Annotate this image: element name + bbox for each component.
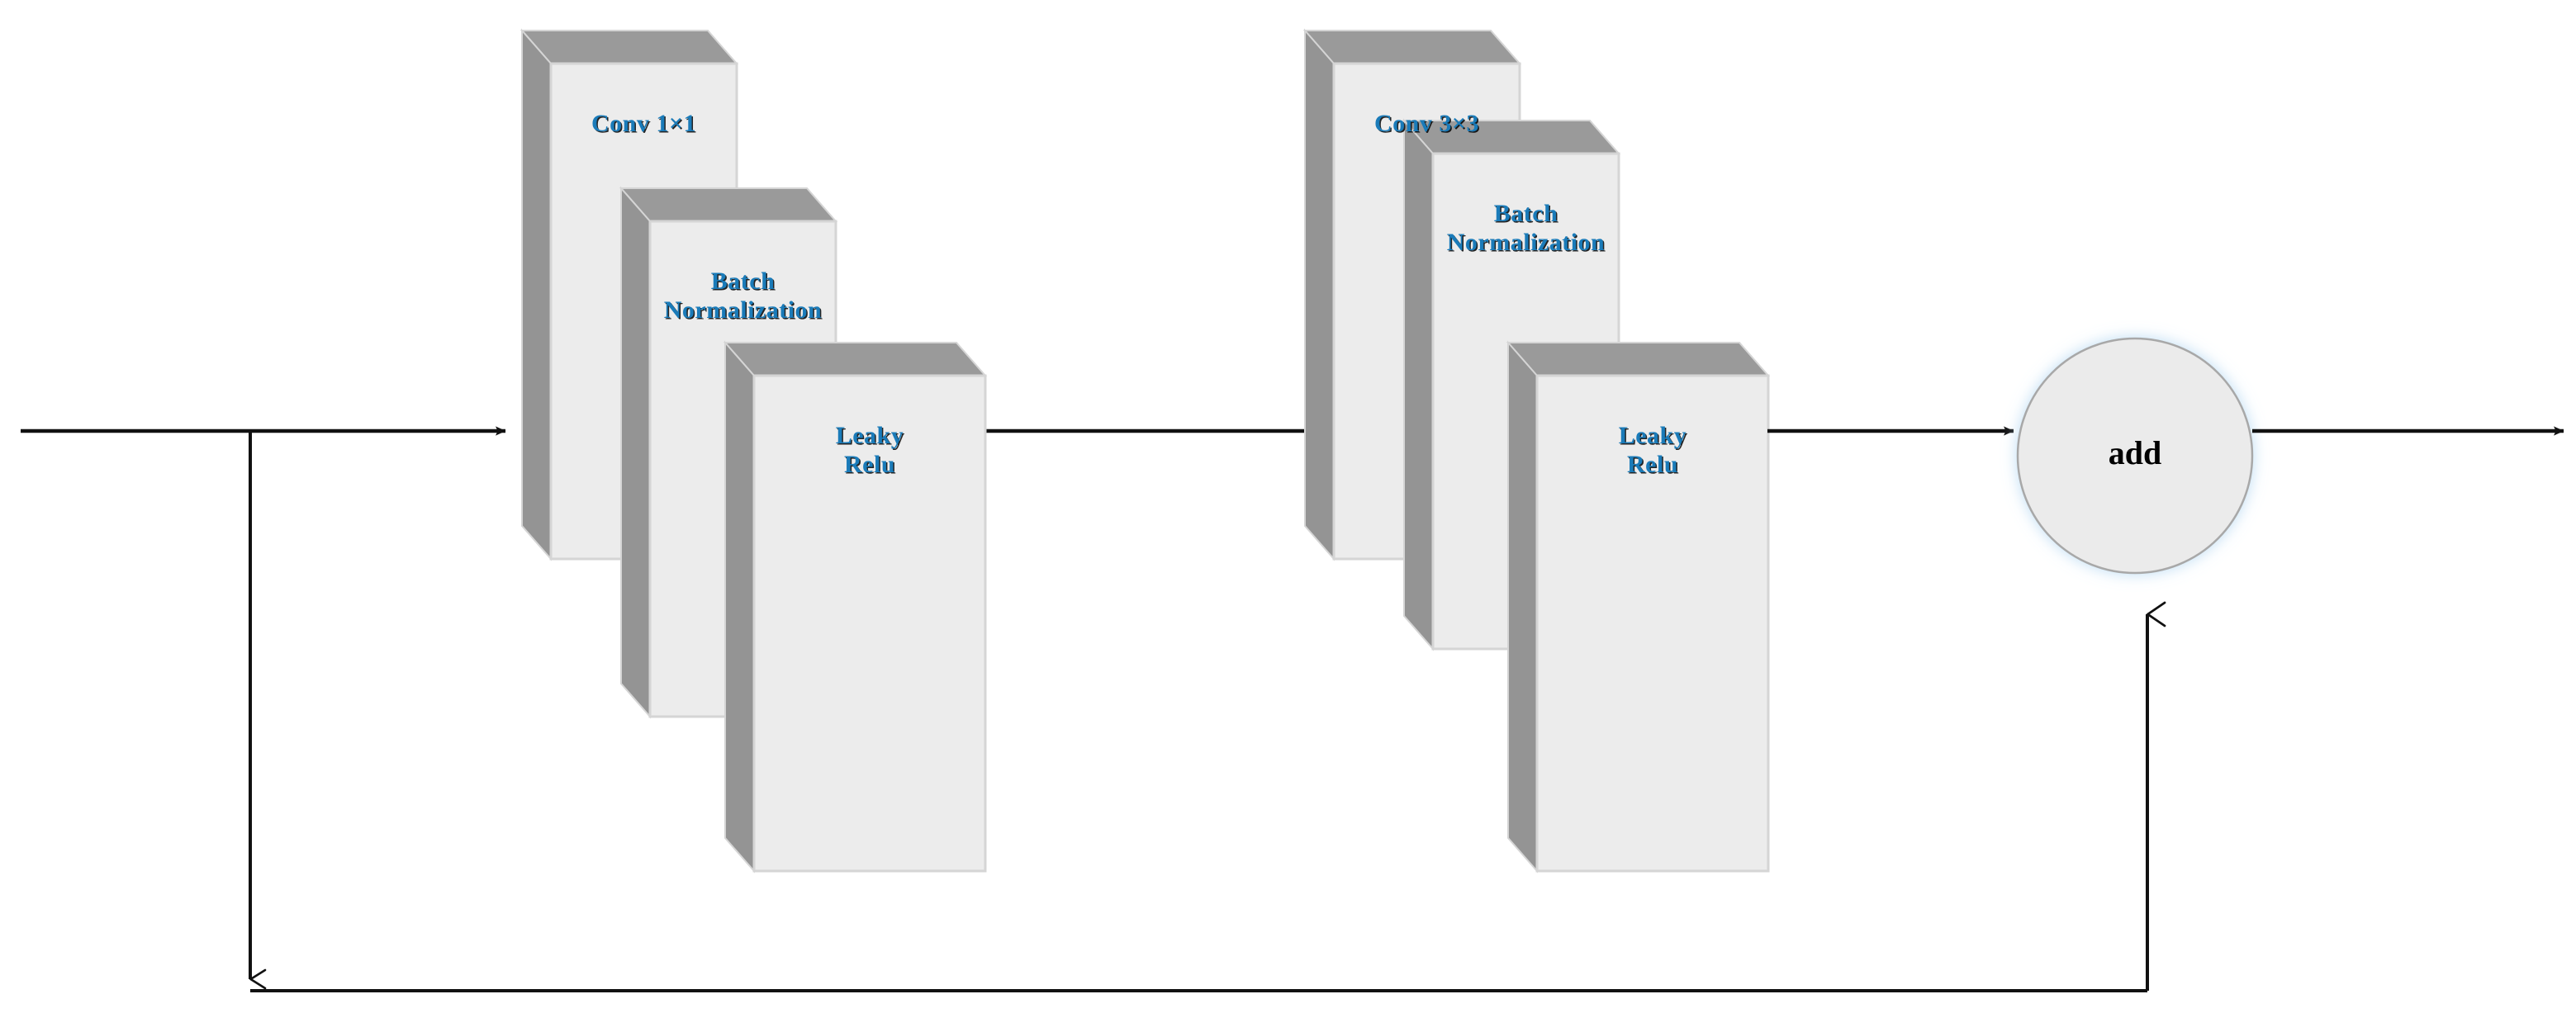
box-front-face-leaky-relu-2 xyxy=(1535,374,1770,873)
node-add-node[interactable] xyxy=(2016,337,2254,575)
box-group-branch-2 xyxy=(1302,28,1771,873)
box-top-face-batch-norm-1 xyxy=(619,187,838,222)
nodes-layer[interactable] xyxy=(2016,337,2254,575)
box-front-face-leaky-relu-1 xyxy=(752,374,987,873)
skip-connection-edge xyxy=(249,431,2166,992)
box-top-face-batch-norm-2 xyxy=(1402,120,1621,154)
box-group-branch-1 xyxy=(519,28,988,873)
box-left-face-conv-1x1 xyxy=(521,28,552,561)
edge-layer-back xyxy=(21,426,2166,992)
box-leaky-relu-1[interactable] xyxy=(723,340,988,873)
boxes-layer xyxy=(519,28,1771,873)
box-left-face-leaky-relu-1 xyxy=(724,340,755,873)
box-top-face-conv-1x1 xyxy=(519,30,739,64)
box-left-face-conv-3x3 xyxy=(1304,28,1335,561)
box-top-face-conv-3x3 xyxy=(1302,30,1522,64)
box-top-face-leaky-relu-2 xyxy=(1506,342,1771,376)
box-top-face-leaky-relu-1 xyxy=(723,342,988,376)
box-left-face-batch-norm-2 xyxy=(1403,118,1434,651)
box-leaky-relu-2[interactable] xyxy=(1506,340,1771,873)
node-circle-add-node[interactable] xyxy=(2016,337,2254,575)
box-left-face-batch-norm-1 xyxy=(620,186,651,719)
box-left-face-leaky-relu-2 xyxy=(1507,340,1538,873)
